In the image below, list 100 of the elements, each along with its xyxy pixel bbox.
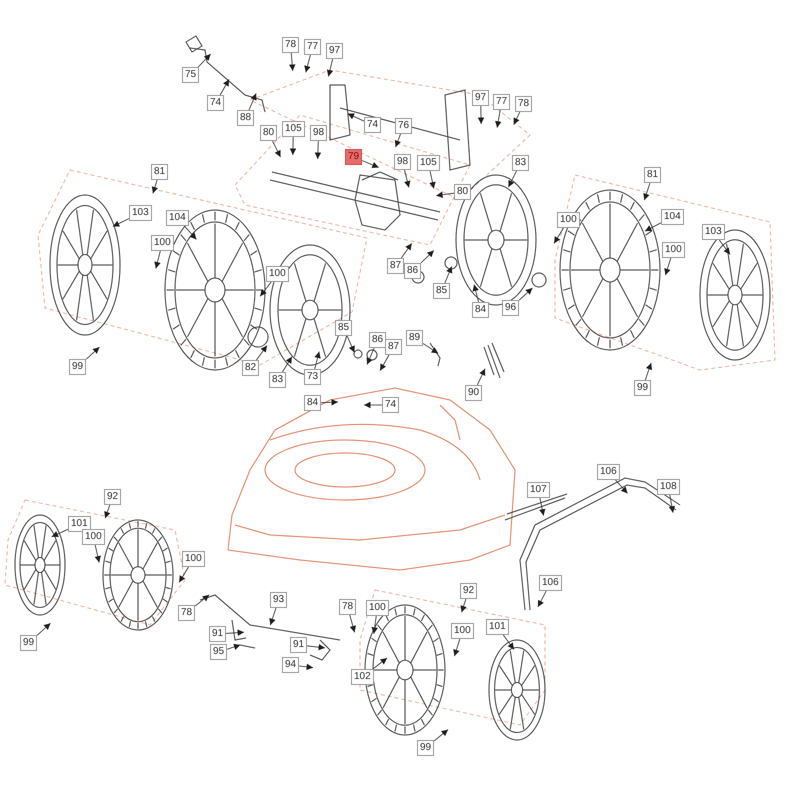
callout-number: 73 <box>304 369 322 385</box>
leader-line <box>347 113 364 122</box>
leader-line <box>288 52 296 72</box>
callout-number: 86 <box>404 263 422 279</box>
callout-number: 92 <box>104 489 122 505</box>
leader-line <box>306 644 326 650</box>
leader-line <box>718 240 730 255</box>
leader-line <box>644 222 662 232</box>
leader-line <box>36 622 51 636</box>
leader-line <box>290 136 296 156</box>
leader-line <box>346 336 355 353</box>
callout-number: 97 <box>472 90 490 106</box>
leader-line <box>502 634 514 650</box>
callout-number: 106 <box>597 464 620 480</box>
callout-number: 77 <box>493 94 510 110</box>
leader-line <box>314 351 321 370</box>
callout-number: 84 <box>304 395 322 411</box>
leader-line <box>269 608 276 626</box>
callout-number: 87 <box>387 258 404 274</box>
leader-line <box>178 566 189 583</box>
callout-number: 108 <box>657 479 680 495</box>
leader-line <box>104 504 110 519</box>
leader-line <box>380 354 390 372</box>
leader-line <box>272 140 281 158</box>
callout-number: 104 <box>166 210 189 226</box>
leader-line <box>643 182 650 200</box>
leader-line <box>429 170 436 189</box>
callout-number: 89 <box>406 330 424 346</box>
leader-line <box>94 544 101 563</box>
callout-number: 103 <box>129 205 152 221</box>
callout-number: 98 <box>394 154 412 170</box>
callout-number: 83 <box>512 155 530 171</box>
callout-number: 74 <box>382 397 400 413</box>
callout-number: 80 <box>260 125 278 141</box>
callout-number: 86 <box>369 332 386 348</box>
leader-line <box>260 282 272 297</box>
leader-line <box>184 226 197 240</box>
callout-number: 100 <box>182 551 205 567</box>
leader-line <box>320 399 338 406</box>
leader-line <box>226 629 244 636</box>
leader-line <box>518 288 533 301</box>
callout-number: 99 <box>20 635 38 651</box>
leader-line <box>86 346 100 360</box>
callout-number: 98 <box>310 125 328 141</box>
callout-number: 99 <box>634 380 652 396</box>
callout-number: 102 <box>351 669 374 685</box>
leader-line <box>644 362 652 380</box>
callout-number: 90 <box>465 385 482 401</box>
leader-line <box>538 590 547 608</box>
leader-line <box>282 356 292 372</box>
leader-line <box>154 250 161 269</box>
callout-number: 100 <box>82 529 105 545</box>
callout-number: 76 <box>395 118 412 134</box>
leader-line <box>508 170 517 188</box>
callout-number: 78 <box>282 37 300 53</box>
callout-number: 85 <box>433 283 450 299</box>
callout-number: 91 <box>209 626 226 642</box>
callout-number: 74 <box>207 95 224 111</box>
leader-line <box>362 160 380 168</box>
callout-number: 75 <box>182 67 200 83</box>
leader-line <box>256 345 268 360</box>
leader-line <box>226 644 241 650</box>
callout-number: 91 <box>290 637 308 653</box>
leader-line <box>554 228 564 244</box>
callout-number: 107 <box>527 482 550 498</box>
leader-line <box>664 258 672 276</box>
leader-line <box>615 480 628 494</box>
callout-number: 81 <box>644 167 662 183</box>
callout-number: 80 <box>454 184 472 200</box>
leader-line <box>372 658 388 670</box>
callout-number: 82 <box>242 360 260 376</box>
leader-line <box>371 616 378 634</box>
leader-line <box>394 134 401 148</box>
leader-line <box>444 266 452 284</box>
callout-number: 78 <box>515 96 532 112</box>
leader-line <box>349 614 356 633</box>
callout-number: 85 <box>335 320 352 336</box>
callout-number: 94 <box>282 657 300 673</box>
leader-line <box>248 93 257 110</box>
callout-number: 100 <box>557 212 580 228</box>
callout-number: 93 <box>270 592 288 608</box>
callout-number: 99 <box>69 359 86 375</box>
callout-number: 97 <box>326 43 344 59</box>
leader-line <box>460 598 467 613</box>
leader-line <box>314 140 322 160</box>
callout-number: 101 <box>68 516 91 532</box>
callout-number: 100 <box>266 266 289 282</box>
callout-number: 88 <box>237 110 254 126</box>
leader-line <box>304 54 311 73</box>
callout-number: 104 <box>661 209 684 225</box>
leader-line <box>112 218 130 227</box>
leader-line <box>478 106 484 124</box>
callout-number: 100 <box>151 235 174 251</box>
leader-line <box>668 494 676 514</box>
leader-line <box>420 250 434 264</box>
callout-number: 87 <box>385 339 402 355</box>
callout-number: 105 <box>417 155 440 171</box>
leader-line <box>434 729 448 742</box>
leader-line <box>539 498 546 516</box>
callout-number: 100 <box>662 242 685 258</box>
